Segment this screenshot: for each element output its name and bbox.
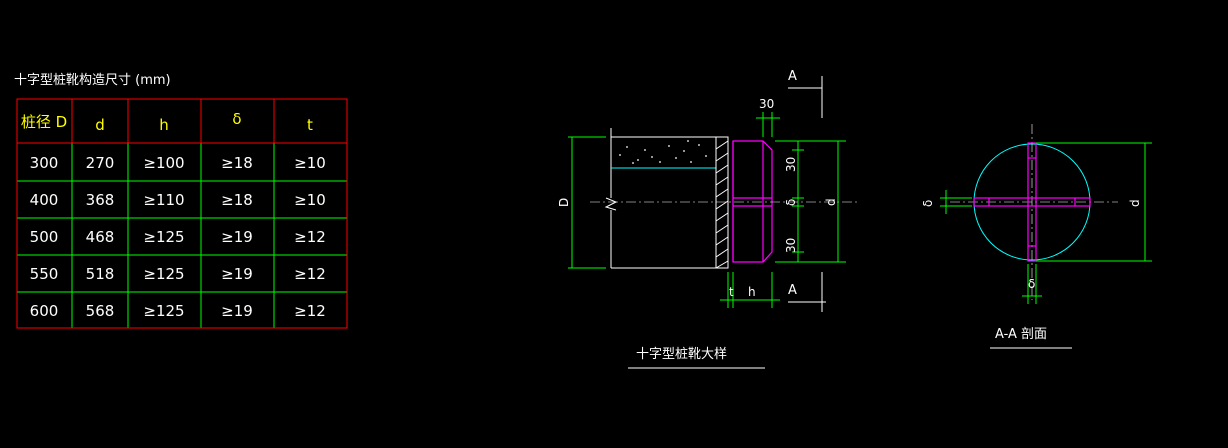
dim-30-right-bottom: 30 xyxy=(784,238,798,253)
table-cell: 568 xyxy=(86,302,115,320)
table-cell: 550 xyxy=(30,265,59,283)
table-cell: ≥12 xyxy=(294,265,326,283)
table-cell: ≥19 xyxy=(221,228,253,246)
dim-d: d xyxy=(824,198,838,206)
table-cell: ≥19 xyxy=(221,265,253,283)
section-mark-label-bottom: A xyxy=(788,283,797,298)
section-dim-d: d xyxy=(1128,199,1142,207)
header-d: d xyxy=(95,116,105,134)
table-cell: ≥125 xyxy=(143,302,184,320)
pile-edge xyxy=(611,137,717,268)
table-row: 600 568 ≥125 ≥19 ≥12 xyxy=(30,302,326,320)
dim-h: h xyxy=(748,285,756,299)
table-body: 300 270 ≥100 ≥18 ≥10 400 368 ≥110 ≥18 ≥1… xyxy=(30,154,326,320)
table-cell: ≥10 xyxy=(294,191,326,209)
header-delta: δ xyxy=(232,110,241,128)
table-cell: 500 xyxy=(30,228,59,246)
dimension-lines xyxy=(568,112,846,308)
pile-outline xyxy=(604,128,728,269)
section-mark-label-top: A xyxy=(788,69,797,84)
end-plate-hatch xyxy=(715,136,729,269)
table-header: 桩径 D d h δ t xyxy=(21,110,313,134)
table-cell: ≥18 xyxy=(221,191,253,209)
section-dim-delta-left: δ xyxy=(921,200,935,207)
table-cell: 600 xyxy=(30,302,59,320)
dimension-table: 十字型桩靴构造尺寸 (mm) 桩径 D d h δ t xyxy=(14,73,348,329)
table-row: 550 518 ≥125 ≥19 ≥12 xyxy=(30,265,326,283)
table-cell: ≥12 xyxy=(294,228,326,246)
table-cell: 518 xyxy=(86,265,115,283)
table-cell: ≥125 xyxy=(143,265,184,283)
section-mark-bottom xyxy=(788,272,826,312)
table-row: 500 468 ≥125 ≥19 ≥12 xyxy=(30,228,326,246)
dim-30-right-top: 30 xyxy=(784,157,798,172)
table-row: 400 368 ≥110 ≥18 ≥10 xyxy=(30,191,326,209)
table-cell: ≥10 xyxy=(294,154,326,172)
table-row: 300 270 ≥100 ≥18 ≥10 xyxy=(30,154,326,172)
table-cell: ≥125 xyxy=(143,228,184,246)
section-dim-delta-bottom: δ xyxy=(1028,277,1035,291)
table-title: 十字型桩靴构造尺寸 (mm) xyxy=(14,73,171,88)
dim-t: t xyxy=(729,285,734,299)
table-grid xyxy=(17,142,347,328)
concrete-hatch xyxy=(619,140,707,164)
table-cell: 270 xyxy=(86,154,115,172)
section-mark-top xyxy=(788,76,823,118)
table-cell: 468 xyxy=(86,228,115,246)
dim-30-top: 30 xyxy=(759,97,774,111)
steel-cross xyxy=(973,142,1091,262)
dim-delta: δ xyxy=(784,199,798,206)
dimension-texts: 30 D 30 δ 30 d t h xyxy=(557,97,838,299)
table-cell: 300 xyxy=(30,154,59,172)
table-border xyxy=(16,98,348,329)
table-cell: ≥12 xyxy=(294,302,326,320)
header-h: h xyxy=(159,116,169,134)
table-cell: ≥110 xyxy=(143,191,184,209)
table-cell: ≥19 xyxy=(221,302,253,320)
table-cell: 400 xyxy=(30,191,59,209)
section-dimension-lines xyxy=(940,142,1152,304)
table-cell: 368 xyxy=(86,191,115,209)
detail-caption: 十字型桩靴大样 xyxy=(636,347,727,362)
section-caption: A-A 剖面 xyxy=(995,327,1047,342)
pile-shoe-detail: A A xyxy=(557,69,860,369)
section-aa: d δ δ A-A 剖面 xyxy=(921,124,1152,349)
table-cell: ≥18 xyxy=(221,154,253,172)
dim-D: D xyxy=(557,198,571,207)
header-t: t xyxy=(307,116,313,134)
steel-shoe xyxy=(732,140,773,263)
table-cell: ≥100 xyxy=(143,154,184,172)
header-diameter: 桩径 D xyxy=(21,113,67,131)
